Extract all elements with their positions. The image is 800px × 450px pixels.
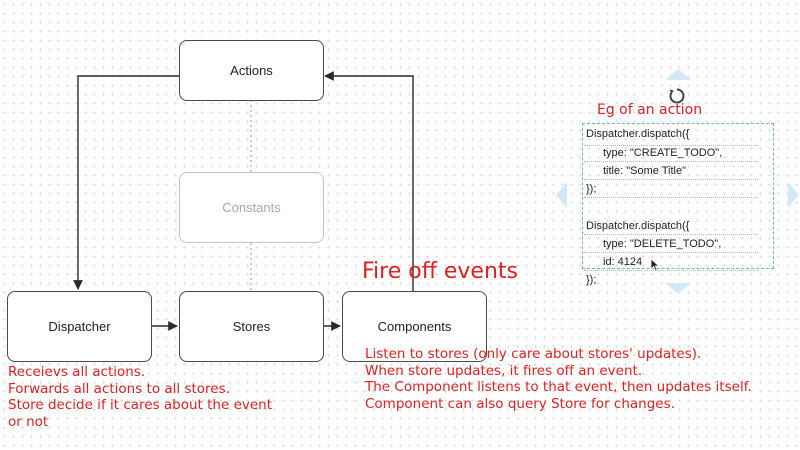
node-constants[interactable]: Constants bbox=[179, 172, 324, 243]
fire-off-events-label: Fire off events bbox=[362, 259, 518, 284]
guide-line bbox=[584, 161, 758, 162]
example-title: Eg of an action bbox=[597, 102, 703, 118]
node-components[interactable]: Components bbox=[342, 291, 487, 362]
dispatcher-notes: Receievs all actions. Forwards all actio… bbox=[8, 364, 272, 430]
resize-handle-left-icon[interactable] bbox=[556, 182, 567, 208]
guide-line bbox=[584, 252, 758, 253]
guide-line bbox=[584, 197, 758, 198]
code-line: }); bbox=[586, 183, 597, 195]
node-stores[interactable]: Stores bbox=[179, 291, 324, 362]
dispatcher-note-line: or not bbox=[8, 413, 49, 430]
code-line: type: "DELETE_TODO", bbox=[603, 238, 722, 250]
example-code-panel[interactable] bbox=[582, 123, 774, 269]
code-line: Dispatcher.dispatch({ bbox=[586, 220, 690, 232]
components-notes: Listen to stores (only care about stores… bbox=[365, 346, 752, 412]
components-note-line: The Component listens to that event, the… bbox=[365, 379, 752, 396]
arrow-components-to-actions bbox=[324, 71, 414, 291]
code-line: type: "CREATE_TODO", bbox=[603, 147, 723, 159]
resize-handle-up-icon[interactable] bbox=[665, 69, 691, 80]
guide-line bbox=[584, 179, 758, 180]
mouse-cursor-icon bbox=[650, 258, 660, 272]
dispatcher-note-line: Store decide if it cares about the event bbox=[8, 397, 273, 414]
guide-line bbox=[584, 234, 758, 235]
rotate-handle-icon[interactable] bbox=[668, 87, 686, 105]
code-line: id: 4124 bbox=[603, 256, 643, 268]
node-dispatcher[interactable]: Dispatcher bbox=[7, 291, 152, 362]
dispatcher-note-line: Forwards all actions to all stores. bbox=[8, 380, 230, 397]
code-line: title: "Some Title" bbox=[603, 165, 687, 177]
code-line: }); bbox=[586, 274, 597, 286]
components-note-line: Listen to stores (only care about stores… bbox=[365, 346, 702, 362]
components-note-line: When store updates, it fires off an even… bbox=[365, 362, 643, 379]
components-note-line: Component can also query Store for chang… bbox=[365, 395, 675, 412]
guide-line bbox=[584, 145, 758, 146]
dispatcher-note-line: Receievs all actions. bbox=[8, 364, 146, 380]
resize-handle-down-icon[interactable] bbox=[665, 283, 691, 294]
resize-handle-right-icon[interactable] bbox=[788, 182, 799, 208]
arrow-actions-to-dispatcher bbox=[73, 75, 180, 290]
guide-line bbox=[584, 270, 758, 271]
node-actions[interactable]: Actions bbox=[179, 40, 324, 101]
code-line: Dispatcher.dispatch({ bbox=[586, 128, 690, 140]
